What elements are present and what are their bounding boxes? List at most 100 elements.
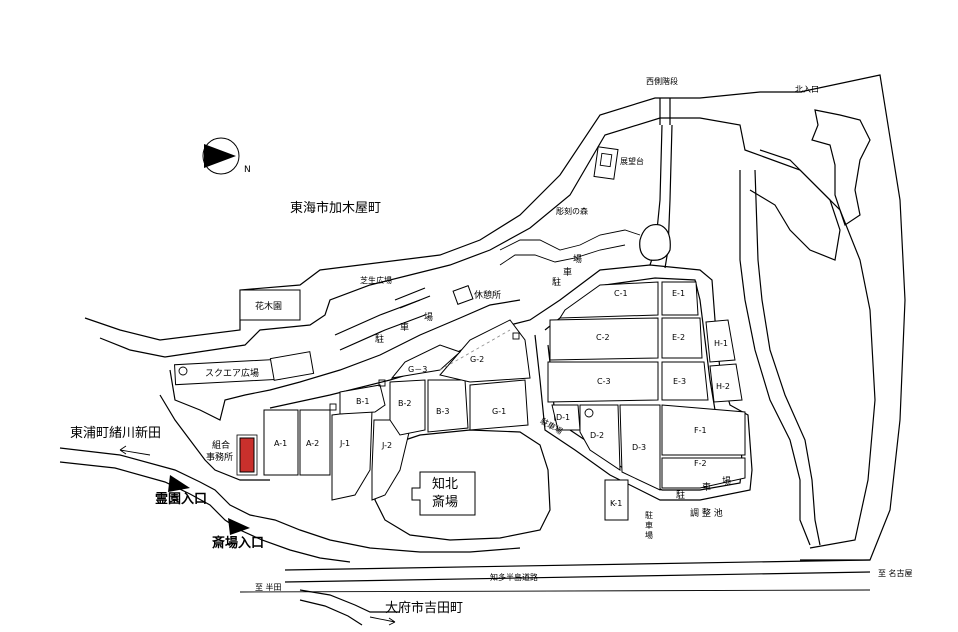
west-road-2 bbox=[159, 394, 270, 481]
north-arrow-icon bbox=[204, 144, 236, 168]
block-f1 bbox=[661, 404, 746, 456]
label-parking-2-a: 駐 bbox=[552, 276, 561, 288]
block-label: C-3 bbox=[597, 377, 611, 386]
label-union-office-1: 組合 bbox=[212, 439, 230, 451]
square-plaza-bldg bbox=[269, 351, 315, 381]
label-rest-house: 休憩所 bbox=[474, 289, 501, 301]
block-h1 bbox=[705, 319, 736, 363]
label-parking-4-b: 車 bbox=[645, 520, 653, 530]
block-k1 bbox=[604, 479, 629, 521]
block-j1 bbox=[331, 409, 373, 501]
block-label: E-2 bbox=[672, 333, 685, 342]
small-structure bbox=[329, 403, 337, 411]
union-office-building bbox=[239, 437, 255, 473]
label-square-plaza: スクエア広場 bbox=[205, 367, 259, 379]
observatory-inner bbox=[599, 152, 613, 168]
north-path-2 bbox=[749, 149, 841, 261]
label-to-handa: 至 半田 bbox=[255, 582, 282, 592]
block-label: C-2 bbox=[596, 333, 610, 342]
label-lawn-plaza: 芝生広場 bbox=[360, 275, 392, 285]
label-parking-3-b: 車 bbox=[702, 481, 711, 493]
rest-house bbox=[452, 285, 474, 305]
block-label: K-1 bbox=[610, 499, 622, 508]
chita-road-south-line bbox=[239, 589, 871, 593]
label-union-office-2: 事務所 bbox=[206, 451, 233, 463]
block-label: G－3 bbox=[408, 365, 427, 374]
compass-label: N bbox=[244, 165, 251, 175]
label-parking-4-a: 駐 bbox=[645, 510, 653, 520]
east-road bbox=[739, 170, 811, 546]
block-e1 bbox=[661, 281, 699, 316]
block-c2 bbox=[549, 317, 659, 361]
label-chiboku-2: 斎場 bbox=[432, 494, 458, 510]
block-g-divider bbox=[439, 329, 511, 371]
block-label: H-1 bbox=[714, 339, 728, 348]
block-b1 bbox=[339, 384, 386, 415]
label-parking-3-c: 場 bbox=[722, 475, 731, 487]
block-d3 bbox=[619, 404, 661, 491]
block-f2 bbox=[661, 457, 746, 489]
label-parking-1-a: 駐 bbox=[375, 333, 384, 345]
block-a1 bbox=[263, 409, 299, 476]
block-label: H-2 bbox=[716, 382, 730, 391]
label-parking-2-b: 車 bbox=[563, 266, 572, 278]
block-label: C-1 bbox=[614, 289, 628, 298]
label-parking-2-c: 場 bbox=[573, 253, 582, 265]
flower-garden bbox=[239, 289, 301, 321]
east-road-2 bbox=[754, 169, 821, 546]
entrance-arrow-icon bbox=[168, 475, 190, 492]
label-north-entrance: 北入口 bbox=[795, 85, 819, 94]
sculpture-forest-path bbox=[499, 229, 641, 266]
block-label: F-2 bbox=[694, 459, 707, 468]
block-e3 bbox=[661, 361, 709, 401]
small-structure bbox=[512, 332, 520, 340]
label-chita-road: 知多半島道路 bbox=[490, 572, 538, 582]
park-boundary-inner bbox=[99, 117, 876, 549]
label-flower-garden: 花木園 bbox=[255, 300, 282, 312]
west-road bbox=[169, 299, 521, 421]
label-observatory: 展望台 bbox=[620, 156, 644, 166]
block-c3 bbox=[547, 361, 659, 403]
entrance-arrow-icon bbox=[228, 518, 250, 535]
block-label: A-1 bbox=[274, 439, 287, 448]
block-b3 bbox=[427, 379, 469, 433]
block-label: J-1 bbox=[339, 439, 350, 448]
small-circle bbox=[584, 408, 594, 418]
obu-road bbox=[299, 589, 400, 613]
union-office-bldg-outline bbox=[236, 434, 258, 476]
compass: N bbox=[202, 137, 251, 175]
block-label: B-3 bbox=[436, 407, 449, 416]
entrance-road bbox=[59, 447, 521, 553]
grave-blocks bbox=[263, 281, 746, 521]
north-path bbox=[811, 109, 871, 226]
block-label: E-1 bbox=[672, 289, 685, 298]
chita-road-south-edge bbox=[284, 571, 871, 583]
label-chiboku-1: 知北 bbox=[432, 476, 458, 492]
label-obu-yoshida: 大府市吉田町 bbox=[385, 600, 463, 616]
label-cemetery-entrance: 霊園入口 bbox=[155, 491, 207, 507]
block-label: D-1 bbox=[556, 413, 570, 422]
block-label: D-2 bbox=[590, 431, 604, 440]
block-label: F-1 bbox=[694, 426, 707, 435]
crematorium-grounds bbox=[374, 429, 551, 541]
label-tokai-kagiya: 東海市加木屋町 bbox=[290, 200, 381, 216]
label-crematorium-entrance: 斎場入口 bbox=[212, 535, 264, 551]
block-g1 bbox=[469, 379, 529, 431]
block-label: G-2 bbox=[470, 355, 484, 364]
small-structure bbox=[378, 379, 386, 387]
block-g2 bbox=[439, 319, 531, 383]
direction-arrow-icon bbox=[119, 445, 151, 456]
block-e2 bbox=[661, 317, 703, 359]
block-label: B-2 bbox=[398, 399, 411, 408]
block-a2 bbox=[299, 409, 331, 476]
label-west-stairs: 西側階段 bbox=[646, 76, 678, 86]
label-retention-pond: 調 整 池 bbox=[690, 507, 723, 519]
block-h2 bbox=[709, 363, 743, 403]
obu-road-2 bbox=[299, 599, 363, 626]
block-label: B-1 bbox=[356, 397, 369, 406]
label-higashiura-ogawa: 東浦町緒川新田 bbox=[70, 425, 161, 441]
block-label: J-2 bbox=[381, 441, 392, 450]
pond bbox=[639, 223, 671, 261]
entrance-road-2 bbox=[59, 461, 351, 563]
